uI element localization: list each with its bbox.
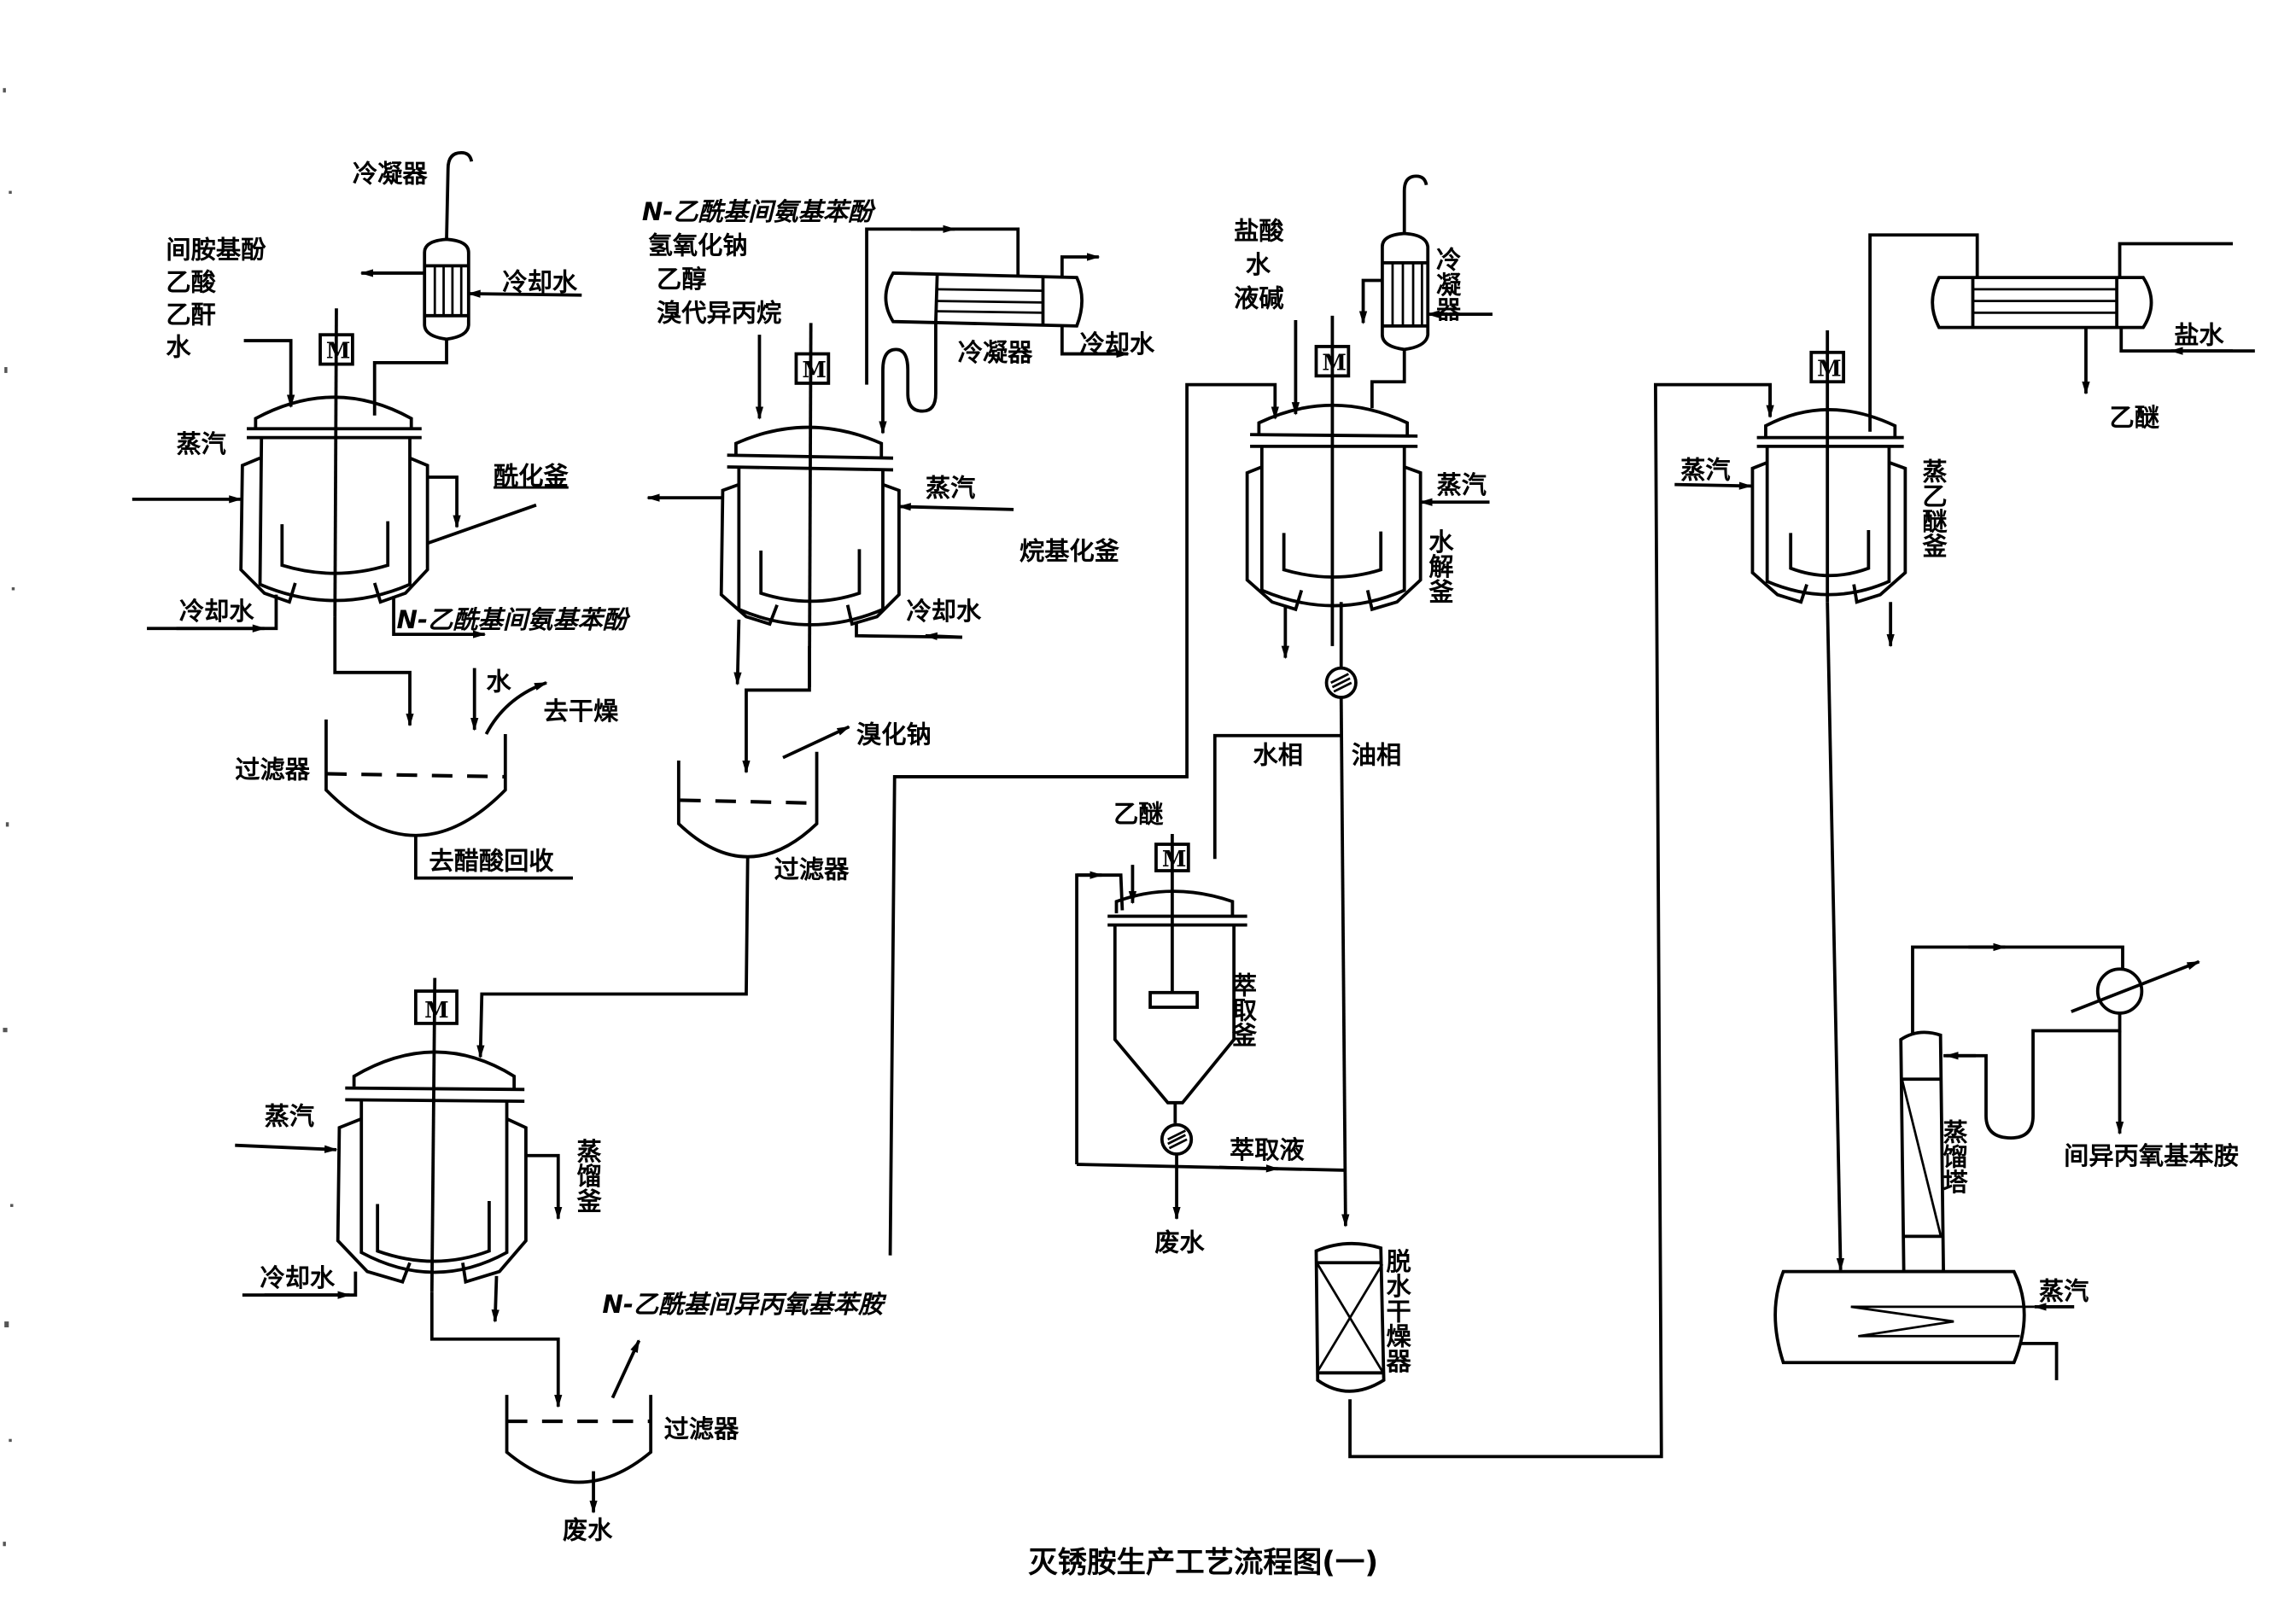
acylation-condenser (359, 150, 582, 416)
distillation-column (1773, 942, 2200, 1380)
hydrolysis-steam-label: 蒸汽 (1437, 470, 1487, 499)
ether-out-label: 乙醚 (2110, 403, 2160, 432)
acylation-kettle-label: 酰化釜 (494, 462, 569, 491)
diagram-title: 灭锈胺生产工艺流程图(一) (1028, 1546, 1378, 1580)
filter-1-water-label: 水 (486, 667, 511, 696)
alkylation-kettle: M (646, 224, 1130, 774)
motor-label: M (802, 358, 827, 383)
filter-2-label: 过滤器 (774, 855, 850, 884)
reboiler (1773, 1269, 2026, 1365)
hydrolysis-condenser-label: 冷凝器 (1433, 247, 1463, 322)
scan-noise (3, 88, 15, 1547)
acylation-feed-2: 乙酸 (166, 268, 216, 297)
ether-still-steam-label: 蒸汽 (1680, 456, 1730, 485)
ether-still-condenser (1868, 233, 2255, 432)
alkylation-steam-label: 蒸汽 (926, 473, 975, 502)
pipe-to-hydrolysis (888, 382, 1279, 1256)
brine-label: 盐水 (2174, 321, 2224, 350)
filter-3-label: 过滤器 (664, 1414, 739, 1443)
hydrolysis-kettle-label: 水解釜 (1425, 528, 1455, 604)
filter-2-byproduct-label: 溴化钠 (856, 720, 932, 749)
distillation-kettle-label: 蒸馏釜 (573, 1138, 603, 1213)
filter-3-waste-label: 废水 (563, 1516, 613, 1545)
distillation-kettle-cooling-water-label: 冷却水 (260, 1263, 336, 1292)
acylation-feed-1: 间胺基酚 (166, 236, 266, 265)
water-phase-label: 水相 (1253, 740, 1303, 769)
agitator-blade (1148, 990, 1200, 1009)
filter-1-label: 过滤器 (235, 755, 310, 784)
motor-label: M (1322, 350, 1347, 376)
filter-3 (505, 1339, 653, 1514)
filter-1-recovery-label: 去醋酸回收 (429, 846, 554, 875)
filter-2 (476, 725, 850, 1059)
alkylation-feed-2: 氢氧化钠 (648, 231, 748, 260)
filter-3-product-label: N-乙酰基间异丙氧基苯胺 (602, 1290, 887, 1319)
alkylation-kettle-label: 烷基化釜 (1019, 536, 1120, 565)
filter-1-drying-label: 去干燥 (544, 697, 619, 726)
extract-label: 萃取液 (1230, 1135, 1305, 1164)
column-product-label: 间异丙氧基苯胺 (2064, 1141, 2239, 1170)
alkylation-feed-3: 乙醇 (657, 265, 706, 294)
filter-1 (324, 668, 573, 880)
distillation-kettle: M (235, 977, 563, 1408)
motor-label: M (424, 998, 449, 1023)
acylation-condenser-label: 冷凝器 (353, 159, 428, 188)
ether-still-label: 蒸乙醚釜 (1919, 458, 1948, 558)
alkylation-condenser-cooling-water-label: 冷却水 (1080, 329, 1155, 359)
extraction-feed-label: 乙醚 (1113, 799, 1164, 828)
hydrolysis-feed-2: 水 (1246, 250, 1271, 279)
alkylation-feed-4: 溴代异丙烷 (657, 299, 781, 328)
extraction-waste-label: 废水 (1154, 1228, 1205, 1257)
column-label: 蒸馏塔 (1939, 1118, 1968, 1193)
hydrolysis-feed-1: 盐酸 (1234, 216, 1284, 245)
dehydration-dryer (1314, 382, 1774, 1459)
acylation-product-label: N-乙酰基间氨基苯酚 (397, 605, 631, 634)
hydrolysis-feed-3: 液碱 (1234, 284, 1283, 313)
oil-phase-label: 油相 (1352, 740, 1401, 769)
motor-label: M (1162, 847, 1187, 872)
extraction-kettle-label: 萃取釜 (1228, 971, 1258, 1047)
acylation-condenser-cooling-water-label: 冷却水 (502, 268, 577, 297)
alkylation-condenser (865, 224, 1130, 434)
acylation-kettle: M (131, 150, 582, 727)
acylation-steam-label: 蒸汽 (176, 429, 225, 458)
acylation-feed-4: 水 (166, 332, 191, 361)
alkylation-feed-1: N-乙酰基间氨基苯酚 (642, 197, 876, 226)
acylation-feed-3: 乙酐 (166, 300, 215, 329)
motor-label: M (326, 339, 351, 364)
hydrolysis-condenser (1358, 174, 1493, 409)
motor-label: M (1817, 356, 1842, 382)
ether-still: M (1674, 233, 2255, 1272)
distillation-kettle-steam-label: 蒸汽 (265, 1102, 314, 1131)
dryer-label: 脱水干燥器 (1382, 1248, 1412, 1373)
alkylation-cooling-water-label: 冷却水 (906, 597, 981, 626)
alkylation-condenser-label: 冷凝器 (958, 338, 1033, 367)
extraction-kettle: M (1075, 834, 1346, 1221)
acylation-cooling-water-label: 冷却水 (179, 597, 254, 626)
hydrolysis-kettle: M (1212, 174, 1493, 1227)
column-steam-label: 蒸汽 (2039, 1276, 2089, 1305)
